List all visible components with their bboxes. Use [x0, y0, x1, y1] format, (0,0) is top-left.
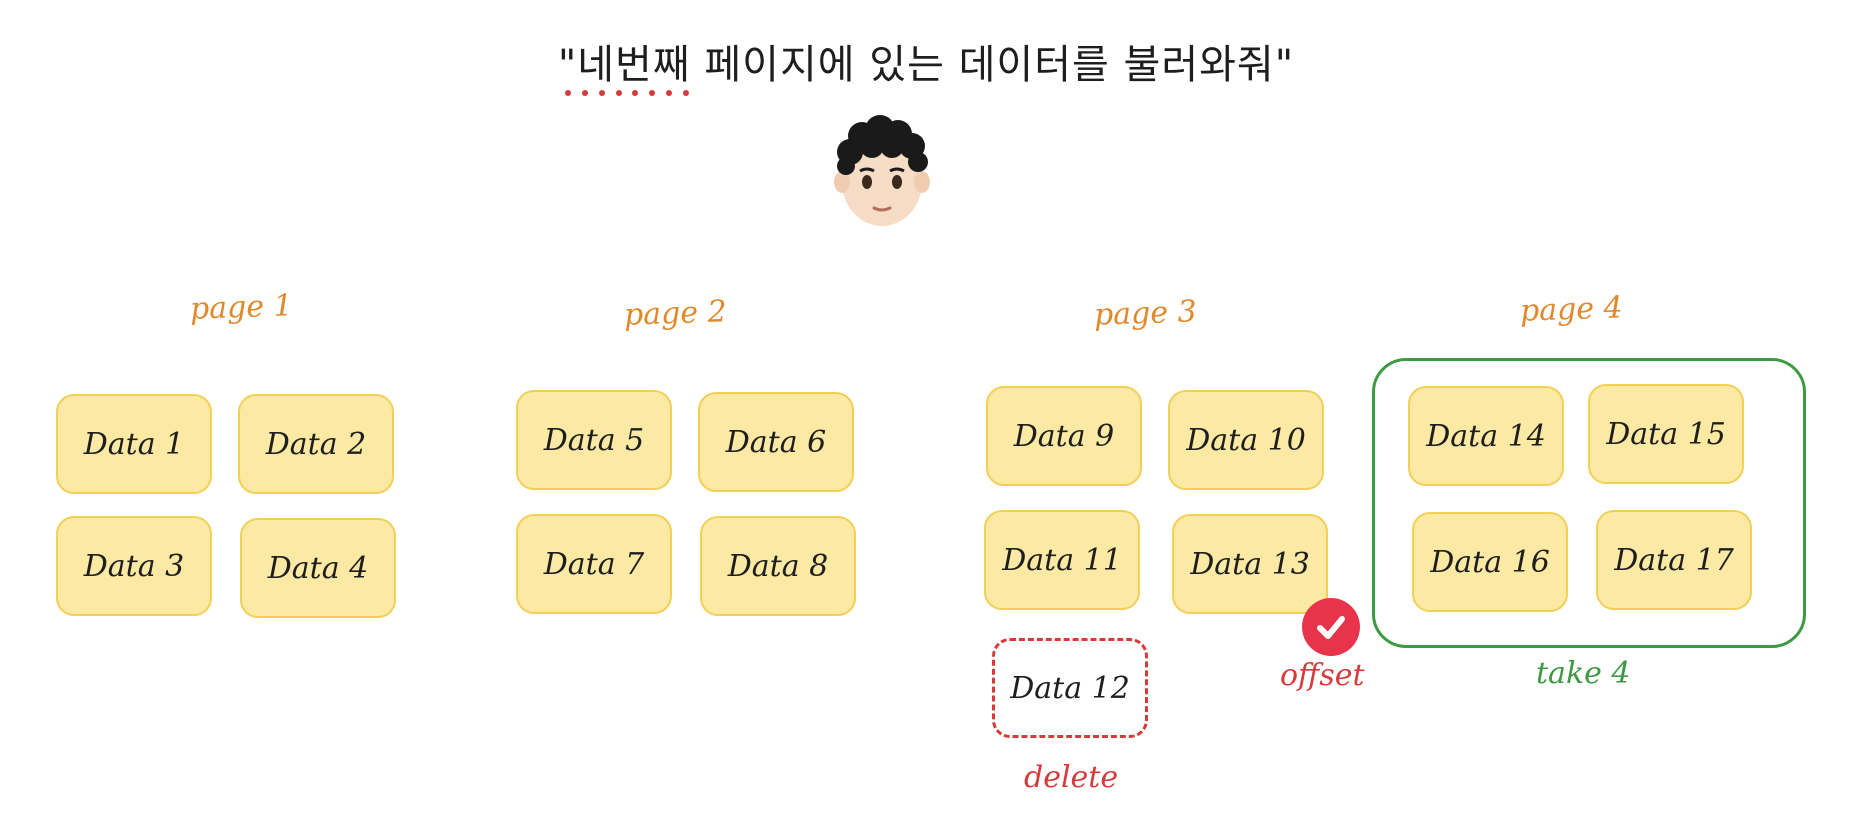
take-annotation: take 4	[1536, 656, 1631, 691]
data-card-17: Data 17	[1596, 510, 1752, 610]
check-circle-icon	[1302, 598, 1360, 656]
offset-annotation: offset	[1280, 658, 1365, 693]
data-card-7: Data 7	[516, 514, 672, 614]
data-card-11: Data 11	[984, 510, 1140, 610]
delete-annotation: delete	[1024, 760, 1119, 795]
emphasis-dots	[565, 90, 689, 100]
page-1-label: page 1	[189, 288, 294, 327]
deleted-data-card-12: Data 12	[992, 638, 1148, 738]
data-card-4: Data 4	[240, 518, 396, 618]
data-card-8: Data 8	[700, 516, 856, 616]
data-card-15: Data 15	[1588, 384, 1744, 484]
page-4-label: page 4	[1519, 290, 1624, 329]
request-title: "네번째 페이지에 있는 데이터를 불러와줘"	[557, 42, 1295, 88]
boy-face-icon	[832, 110, 932, 228]
data-card-5: Data 5	[516, 390, 672, 490]
data-card-16: Data 16	[1412, 512, 1568, 612]
data-card-9: Data 9	[986, 386, 1142, 486]
data-card-13: Data 13	[1172, 514, 1328, 614]
take-group-box	[1372, 358, 1806, 648]
data-card-3: Data 3	[56, 516, 212, 616]
page-2-label: page 2	[623, 294, 728, 333]
data-card-10: Data 10	[1168, 390, 1324, 490]
data-card-1: Data 1	[56, 394, 212, 494]
page-3-label: page 3	[1093, 294, 1198, 333]
data-card-14: Data 14	[1408, 386, 1564, 486]
data-card-2: Data 2	[238, 394, 394, 494]
data-card-6: Data 6	[698, 392, 854, 492]
